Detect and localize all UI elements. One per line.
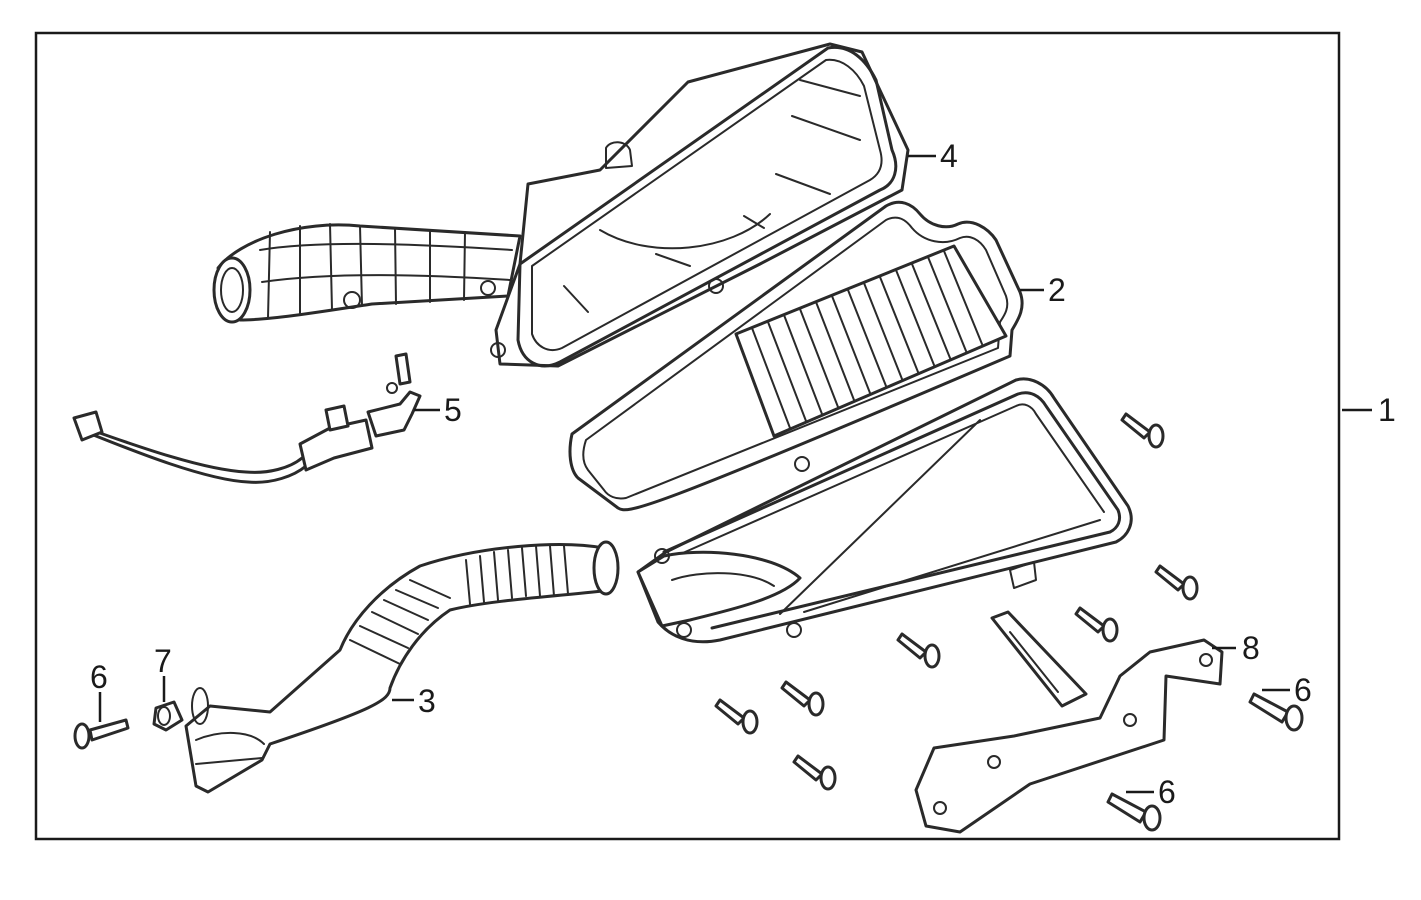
- air-cleaner-cover-part: [212, 42, 910, 368]
- callout-5: 5: [444, 392, 462, 428]
- air-cleaner-case-part: [636, 377, 1133, 644]
- leader-lines: [98, 154, 1372, 794]
- loose-screws: [714, 412, 1199, 791]
- bracket-part: [914, 610, 1224, 834]
- callout-1: 1: [1378, 392, 1396, 428]
- callout-4: 4: [940, 138, 958, 174]
- breather-hose-part: [72, 352, 422, 484]
- screw-right-part: [1248, 692, 1304, 732]
- callout-6-bottom: 6: [1158, 774, 1176, 810]
- intake-duct-part: [184, 540, 620, 794]
- callout-8: 8: [1242, 630, 1260, 666]
- callout-6-left: 6: [90, 659, 108, 695]
- callout-7: 7: [154, 643, 172, 679]
- filter-element-part: [568, 200, 1024, 512]
- callout-6-right: 6: [1294, 672, 1312, 708]
- callout-2: 2: [1048, 272, 1066, 308]
- screw-left-part: [73, 718, 130, 750]
- diagram-frame: [34, 31, 1341, 841]
- screw-bottom-part: [1106, 792, 1162, 832]
- callout-3: 3: [418, 683, 436, 719]
- collar-part: [152, 700, 184, 732]
